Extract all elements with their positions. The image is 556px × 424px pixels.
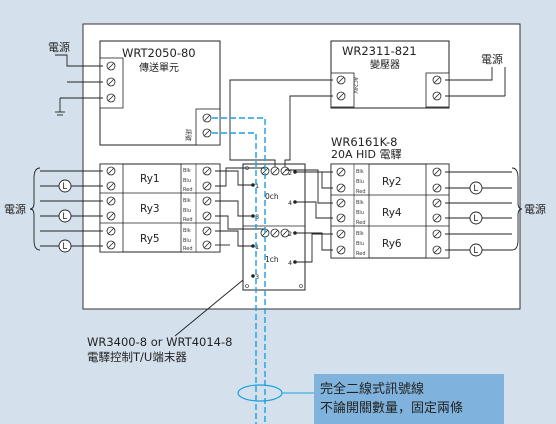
wire-tag-red: Red <box>356 251 366 257</box>
wire-tag-blk: Blk <box>183 168 191 174</box>
transformer-ac-label: AC24V <box>352 77 358 94</box>
wire-tag-red: Red <box>356 189 366 195</box>
callout-box <box>314 374 504 424</box>
relay-unit-name: 20A HID 電驛 <box>331 148 402 161</box>
wire-tag-blk: Blk <box>183 198 191 204</box>
terminal-pin-3: 3 <box>255 273 259 281</box>
terminal-pin-3: 3 <box>255 213 259 221</box>
right-relay-bank: Ry2 Ry4 Ry6 Blk Blu Red Blk Blu Red Blk … <box>330 163 450 259</box>
lamp-icon <box>58 179 72 193</box>
terminal-pin-4: 4 <box>288 259 292 267</box>
relay-ry3-label: Ry3 <box>140 203 160 215</box>
terminal-pin-2: 2 <box>288 230 292 238</box>
transmitter-model: WRT2050-80 <box>122 46 196 60</box>
relay-ry5-label: Ry5 <box>140 233 160 245</box>
power-label-right-mid: 電源 <box>524 202 546 216</box>
terminal-pin-1: 1 <box>255 182 259 190</box>
lamp-icon <box>58 239 72 253</box>
relay-unit-model: WR6161K-8 <box>331 135 397 149</box>
wire-tag-blu: Blu <box>356 179 364 185</box>
wire-tag-red: Red <box>183 246 193 252</box>
relay-ry6-label: Ry6 <box>382 238 402 250</box>
wire-tag-blk: Blk <box>183 228 191 234</box>
channel-0-label: 0ch <box>265 192 279 201</box>
signal-wiring <box>212 117 266 424</box>
wire-tag-blk: Blk <box>356 200 364 206</box>
relay-ry2-label: Ry2 <box>382 176 402 188</box>
lamp-icon <box>469 243 483 257</box>
relay-ry1-label: Ry1 <box>140 173 160 185</box>
transformer-unit: WR2311-821 變壓器 AC24V <box>330 40 450 109</box>
lamp-icon <box>58 209 72 223</box>
relay-ry4-label: Ry4 <box>382 207 402 219</box>
transmitter-name: 傳送單元 <box>139 61 179 74</box>
transformer-name: 變壓器 <box>370 58 400 71</box>
terminal-pin-4: 4 <box>288 199 292 207</box>
lamp-icon <box>469 211 483 225</box>
power-label-left-mid: 電源 <box>4 202 26 216</box>
power-label-right-top: 電源 <box>481 52 503 66</box>
wire-tag-blu: Blu <box>183 178 191 184</box>
terminal-pin-1: 1 <box>255 243 259 251</box>
terminal-unit: 1 3 2 4 1 3 2 4 0ch 1ch <box>242 163 306 291</box>
power-label-left-top: 電源 <box>48 40 70 54</box>
wire-tag-blu: Blu <box>356 210 364 216</box>
terminal-pin-2: 2 <box>288 169 292 177</box>
wire-tag-red: Red <box>183 217 193 223</box>
callout-line-1: 完全二線式訊號線 <box>320 381 424 397</box>
control-wiring <box>29 54 523 337</box>
transformer-model: WR2311-821 <box>342 44 417 58</box>
lamp-icon <box>469 181 483 195</box>
wire-tag-blk: Blk <box>356 169 364 175</box>
wire-tag-blu: Blu <box>183 208 191 214</box>
terminal-name-label: 電驛控制T/U端末器 <box>87 350 187 364</box>
transmitter-unit: WRT2050-80 傳送單元 訊號 <box>99 40 221 146</box>
wire-tag-blk: Blk <box>356 231 364 237</box>
wire-tag-red: Red <box>356 220 366 226</box>
left-relay-bank: Ry1 Ry3 Ry5 Blk Blu Red Blk Blu Red Blk … <box>99 163 221 253</box>
callout-line-2: 不論開關數量，固定兩條 <box>320 400 463 416</box>
terminal-model-label: WR3400-8 or WRT4014-8 <box>87 335 232 349</box>
wire-tag-blu: Blu <box>183 238 191 244</box>
signal-label: 訊號 <box>184 129 192 141</box>
wire-tag-red: Red <box>183 187 193 193</box>
wire-tag-blu: Blu <box>356 241 364 247</box>
channel-1-label: 1ch <box>265 255 279 264</box>
